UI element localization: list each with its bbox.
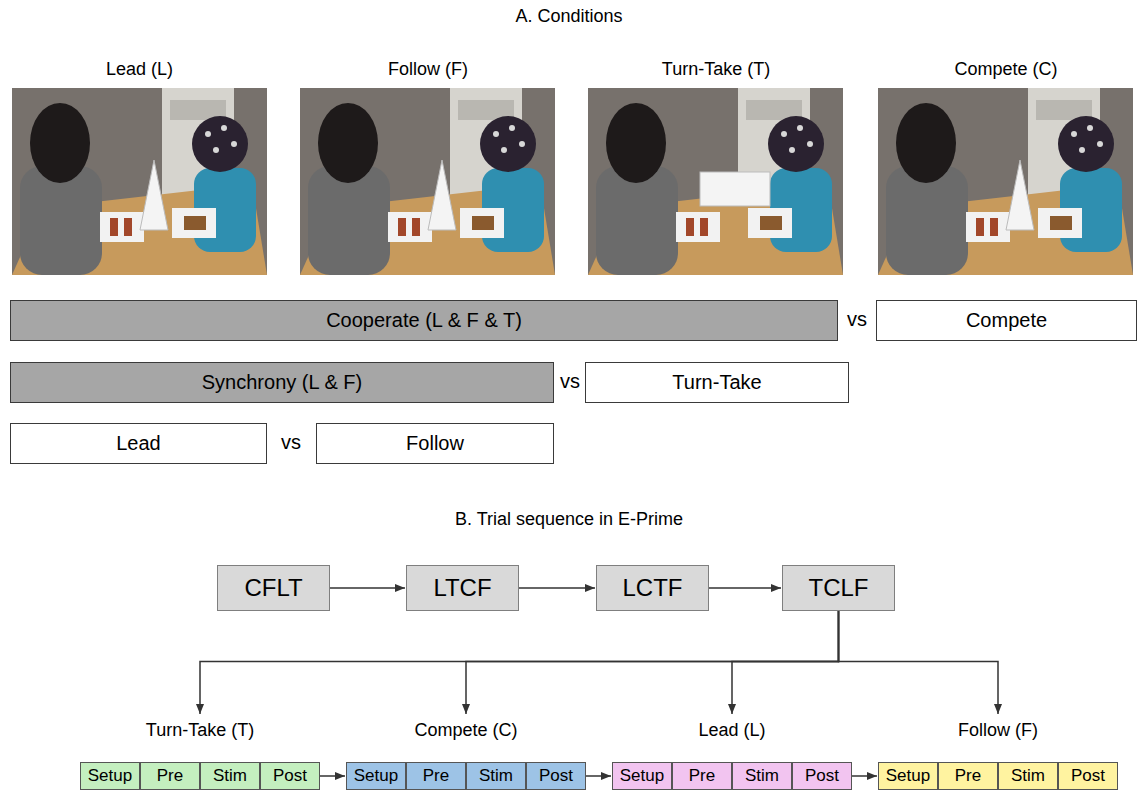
node-text: Stim (213, 766, 247, 786)
node-text: Synchrony (L & F) (202, 371, 362, 394)
block-tray (700, 172, 770, 206)
condition-photo-panel: Follow (F) (300, 55, 556, 277)
node-text: Pre (157, 766, 183, 786)
flow-arrow (852, 775, 877, 777)
node-text: Turn-Take (T) (588, 55, 844, 80)
node-text: Lead (116, 432, 161, 455)
block-group: Lead (L) Setup Pre Stim Post (612, 716, 852, 790)
node-text: Compete (C) (346, 716, 586, 741)
condition-bar: Turn-Take (585, 362, 849, 403)
phase-cell: Post (260, 762, 320, 790)
sequence-box: TCLF (782, 565, 895, 611)
node-text: Cooperate (L & F & T) (326, 309, 522, 332)
flow-arrow (200, 611, 839, 714)
condition-photo (878, 88, 1133, 275)
block-group: Compete (C) Setup Pre Stim Post (346, 716, 586, 790)
node-text: LTCF (433, 574, 491, 602)
divider-board (1006, 160, 1034, 230)
phase-cell: Stim (466, 762, 526, 790)
condition-bar: Synchrony (L & F) (10, 362, 554, 403)
phase-cell: Stim (200, 762, 260, 790)
phase-cell: Pre (672, 762, 732, 790)
condition-bar: Follow (316, 423, 554, 464)
phase-cell: Stim (732, 762, 792, 790)
phase-cell: Pre (406, 762, 466, 790)
flow-arrow (839, 611, 999, 714)
flow-arrow (330, 587, 405, 589)
node-text: Compete (966, 309, 1047, 332)
flow-arrow (709, 587, 781, 589)
node-text: Stim (1011, 766, 1045, 786)
flow-arrow (320, 775, 345, 777)
sequence-box: LTCF (406, 565, 519, 611)
node-text: Pre (955, 766, 981, 786)
node-text: Pre (423, 766, 449, 786)
node-text: Post (273, 766, 307, 786)
block-group: Turn-Take (T) Setup Pre Stim Post (80, 716, 320, 790)
block-group: Follow (F) Setup Pre Stim Post (878, 716, 1118, 790)
node-text: Setup (354, 766, 398, 786)
node-text: Post (539, 766, 573, 786)
flow-arrow (732, 611, 839, 714)
phase-cell: Setup (80, 762, 140, 790)
node-text: Post (805, 766, 839, 786)
node-text: Turn-Take (T) (80, 716, 320, 741)
phase-cell: Post (792, 762, 852, 790)
condition-photo (12, 88, 267, 275)
condition-photo-panel: Lead (L) (12, 55, 267, 277)
node-text: Compete (C) (878, 55, 1134, 80)
versus-label: vs (275, 431, 307, 454)
phase-cell: Post (526, 762, 586, 790)
divider-board (140, 160, 168, 230)
node-text: Setup (620, 766, 664, 786)
node-text: TCLF (809, 574, 869, 602)
node-text: Follow (F) (300, 55, 556, 80)
node-text: Pre (689, 766, 715, 786)
node-text: Setup (886, 766, 930, 786)
condition-bar: Cooperate (L & F & T) (10, 300, 838, 341)
node-text: Stim (479, 766, 513, 786)
node-text: Follow (F) (878, 716, 1118, 741)
node-text: CFLT (244, 574, 302, 602)
phase-cell: Pre (938, 762, 998, 790)
node-text: Stim (745, 766, 779, 786)
condition-bar: Compete (876, 300, 1137, 341)
sequence-box: LCTF (596, 565, 709, 611)
versus-label: vs (841, 308, 873, 331)
phase-cell: Stim (998, 762, 1058, 790)
condition-photo-panel: Compete (C) (878, 55, 1134, 277)
flow-arrow (466, 611, 839, 714)
condition-bar: Lead (10, 423, 267, 464)
phase-cell: Setup (612, 762, 672, 790)
condition-photo (300, 88, 555, 275)
section-heading: A. Conditions (0, 6, 1138, 27)
node-text: Lead (L) (12, 55, 267, 80)
node-text: Post (1071, 766, 1105, 786)
section-heading: B. Trial sequence in E-Prime (0, 509, 1138, 530)
condition-photo-panel: Turn-Take (T) (588, 55, 844, 277)
phase-cell: Setup (346, 762, 406, 790)
phase-cell: Setup (878, 762, 938, 790)
node-text: Turn-Take (672, 371, 761, 394)
sequence-box: CFLT (217, 565, 330, 611)
node-text: Lead (L) (612, 716, 852, 741)
node-text: Setup (88, 766, 132, 786)
divider-board (428, 160, 456, 230)
phase-cell: Post (1058, 762, 1118, 790)
flow-arrow (519, 587, 595, 589)
versus-label: vs (555, 370, 585, 393)
node-text: Follow (406, 432, 464, 455)
phase-cell: Pre (140, 762, 200, 790)
flow-arrow (586, 775, 611, 777)
node-text: LCTF (623, 574, 683, 602)
condition-photo (588, 88, 843, 275)
